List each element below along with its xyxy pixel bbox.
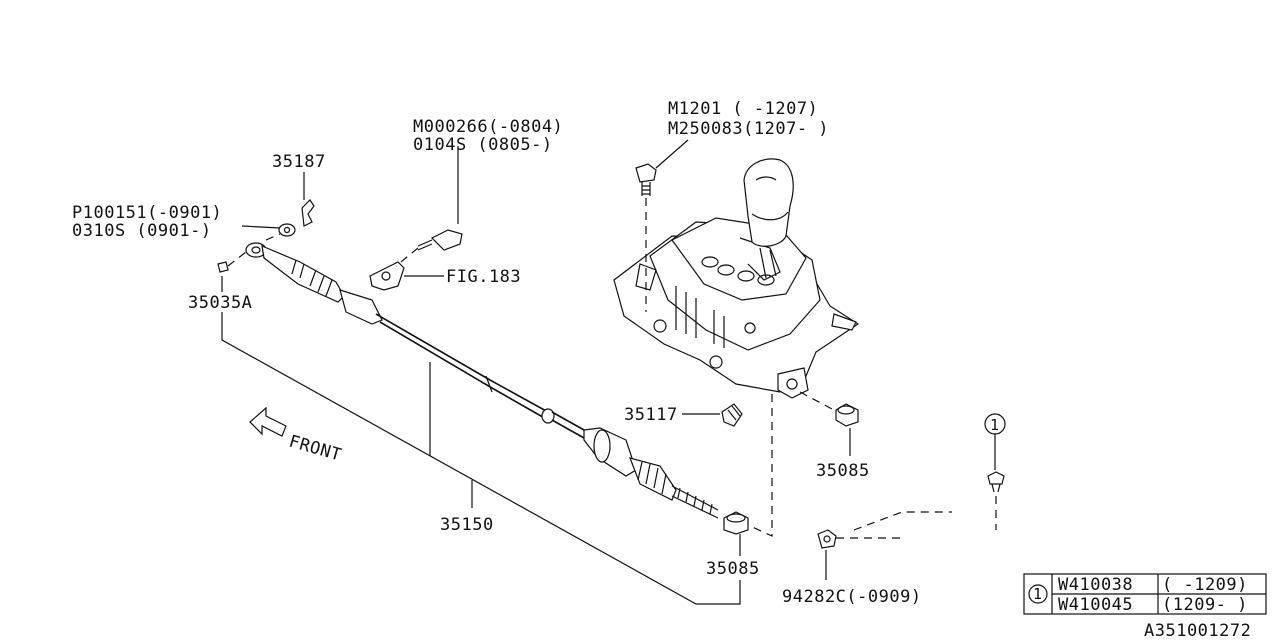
bolt-m1201 <box>635 163 657 312</box>
bushing-35085-bottom-shape <box>723 511 749 535</box>
label-35085-right: 35085 <box>816 461 870 481</box>
clip-94282c-guide-b <box>853 511 952 531</box>
shifter-cable-pin <box>786 378 798 390</box>
shift-knob-highlight <box>755 176 777 181</box>
shift-knob <box>743 158 794 247</box>
shift-knob-band <box>751 211 789 221</box>
cable-rear-boot <box>629 457 677 501</box>
label-fig183: FIG.183 <box>446 267 521 287</box>
cable-mid-grommet <box>541 408 555 424</box>
label-35035a: 35035A <box>188 293 252 313</box>
bolt-m1201-threads <box>642 185 650 195</box>
label-callout-1: 1 <box>990 416 999 434</box>
clip-94282c-shape <box>817 529 837 549</box>
bushing-35085-right-guide <box>799 391 835 411</box>
cable-front-ribs <box>291 259 333 297</box>
label-0104s: 0104S (0805-) <box>413 135 553 155</box>
washer-hole <box>283 226 291 234</box>
label-m250083: M250083(1207- ) <box>668 119 829 139</box>
cable-taper <box>339 289 383 325</box>
legend-row-1-range: ( -1209) <box>1162 575 1248 595</box>
legend-key: 1 <box>1033 585 1042 603</box>
part-labels: M1201 ( -1207) M250083(1207- ) M000266(-… <box>72 99 1251 640</box>
cable-main-lower <box>379 321 549 421</box>
leader-lines <box>221 139 851 605</box>
indicator-hole-2 <box>717 264 735 276</box>
legend-table: 1 W410038 ( -1209) W410045 (1209- ) <box>1023 573 1267 615</box>
cable-rear-nut <box>593 429 611 463</box>
legend-row-2-range: (1209- ) <box>1162 595 1248 615</box>
label-35117: 35117 <box>624 405 678 425</box>
bracket-bolt-shank <box>417 239 433 251</box>
bracket-hole <box>381 271 391 281</box>
nut-35035a-guide <box>227 251 247 267</box>
label-front: FRONT <box>287 432 344 466</box>
cable-rear-boot-ribs <box>637 461 667 495</box>
cable-mid-section <box>551 411 585 439</box>
cable-eye-hole <box>251 246 261 254</box>
shifter-internal-ribs <box>675 286 725 348</box>
nut-35035a-shape <box>217 261 229 273</box>
shifter-assembly <box>613 158 860 399</box>
cable-joint <box>485 375 493 393</box>
bushing-35085-right-top <box>837 405 855 415</box>
diagram-id: A351001272 <box>1144 621 1251 640</box>
clip-94282c-hole <box>823 535 831 543</box>
indicator-hole-1 <box>701 256 719 268</box>
bushing-35085-bottom-top <box>726 513 746 523</box>
leader-35150-outer <box>221 312 741 605</box>
cable-threads <box>677 487 713 515</box>
legend-grid <box>1051 574 1266 614</box>
washer-p100151 <box>278 223 296 237</box>
bushing-35085-right-shape <box>835 403 859 427</box>
clip-callout-1 <box>984 413 1006 530</box>
label-m000266: M000266(-0804) <box>413 117 563 137</box>
washer-guide <box>265 233 281 241</box>
clip-callout-1-legs <box>991 483 1001 493</box>
washer-clip <box>265 199 315 241</box>
bolt-m1201-head <box>635 163 657 183</box>
label-0310s: 0310S (0901-) <box>72 221 212 241</box>
bushing-35117 <box>721 403 743 427</box>
legend-row-2-part: W410045 <box>1058 595 1133 615</box>
bracket-bolt-guide <box>395 247 419 267</box>
clip-35187 <box>301 199 315 227</box>
clip-callout-1-shape <box>987 471 1005 485</box>
label-35085-bottom: 35085 <box>706 559 760 579</box>
bushing-35085-bottom <box>723 394 773 537</box>
label-m1201: M1201 ( -1207) <box>668 99 818 119</box>
leader-m1201 <box>655 139 689 169</box>
shift-lever-shaft <box>759 247 777 279</box>
front-arrow <box>249 406 287 437</box>
label-p100151: P100151(-0901) <box>72 203 222 223</box>
label-94282c: 94282C(-0909) <box>782 587 922 607</box>
bushing-35085-bottom-guide <box>749 394 773 537</box>
indicator-hole-3 <box>737 270 755 282</box>
label-35150: 35150 <box>440 515 494 535</box>
mount-hole-front <box>653 319 667 333</box>
legend-key-circle <box>1028 584 1048 604</box>
mount-tab-right <box>831 313 857 331</box>
shifter-side-bracket <box>635 263 657 291</box>
front-arrow-icon <box>249 406 287 437</box>
mount-hole-mid <box>744 322 756 334</box>
label-35187: 35187 <box>272 152 326 172</box>
bracket-bolt-head <box>430 229 463 251</box>
bushing-35117-ribs <box>727 405 741 421</box>
legend-row-1-part: W410038 <box>1058 575 1133 595</box>
bushing-35085-right <box>799 391 859 427</box>
shift-cable-35150 <box>245 242 719 519</box>
nut-35035a <box>217 251 247 273</box>
cable-main-upper <box>375 313 549 413</box>
cable-bracket <box>369 229 463 291</box>
clip-94282c <box>817 511 952 549</box>
mount-hole-rear <box>709 355 723 369</box>
leader-p100151 <box>241 225 281 229</box>
cable-front-sleeve <box>261 245 345 303</box>
